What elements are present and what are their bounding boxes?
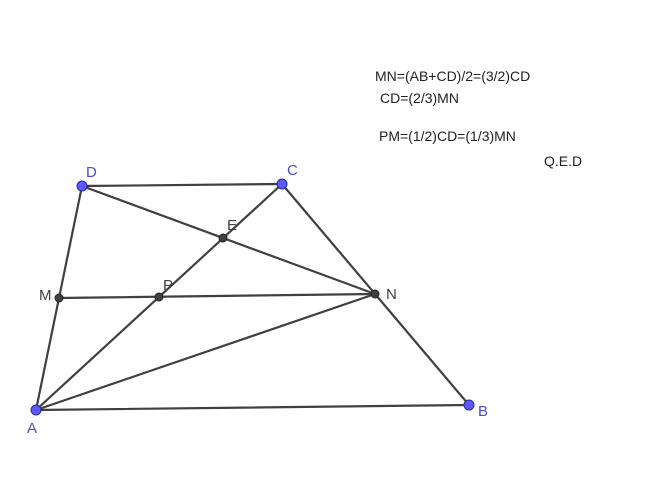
label-c: C [287, 162, 298, 179]
label-e: E [227, 217, 237, 234]
point-c[interactable] [276, 178, 288, 190]
segment-dn [80, 184, 377, 296]
point-p [154, 292, 164, 302]
point-d[interactable] [76, 180, 88, 192]
point-layer [30, 178, 475, 416]
segment-ab [34, 403, 471, 412]
segment-dc [80, 182, 284, 188]
proof-qed: Q.E.D [544, 153, 583, 169]
proof-line-pm: PM=(1/2)CD=(1/3)MN [379, 128, 516, 144]
segment-an [34, 292, 377, 412]
point-e [218, 233, 228, 243]
label-n: N [386, 286, 397, 303]
point-n [370, 289, 380, 299]
segment-mn [57, 292, 377, 300]
proof-line-cd: CD=(2/3)MN [380, 90, 459, 106]
label-a: A [27, 420, 37, 437]
label-d: D [86, 164, 97, 181]
proof-line-midsegment: MN=(AB+CD)/2=(3/2)CD [375, 68, 531, 84]
segment-layer [34, 182, 471, 412]
point-b[interactable] [463, 399, 475, 411]
label-layer: A B C D M N P E [27, 162, 488, 437]
label-p: P [163, 277, 173, 294]
label-b: B [478, 403, 488, 420]
label-m: M [39, 287, 52, 304]
point-m [54, 293, 64, 303]
point-a[interactable] [30, 404, 42, 416]
